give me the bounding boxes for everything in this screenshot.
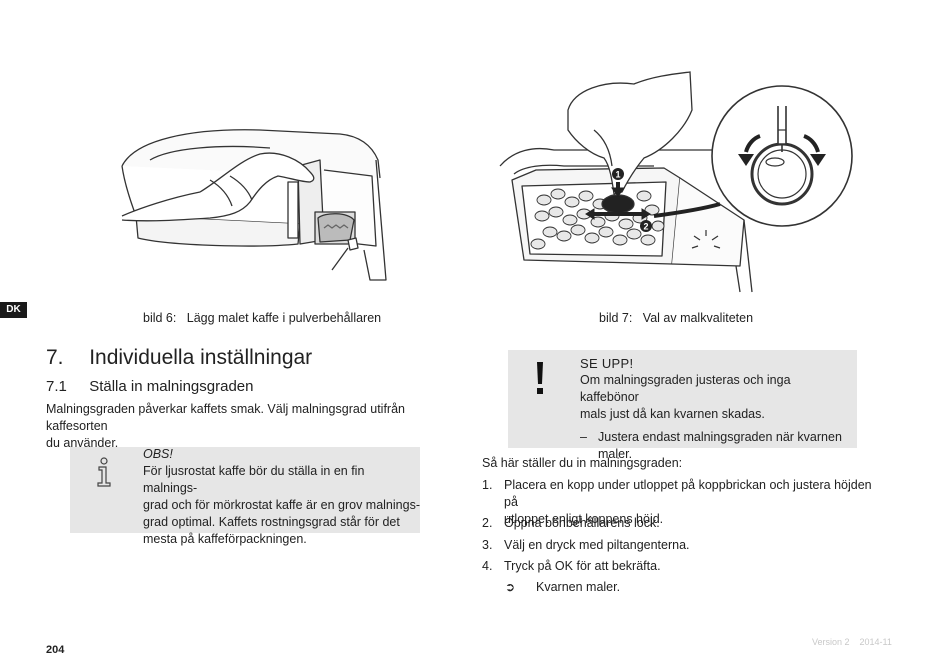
- warning-line: Om malningsgraden justeras och inga kaff…: [580, 373, 791, 404]
- step-item: 3. Välj en dryck med piltangenterna.: [482, 537, 882, 554]
- warning-bullet-line: maler.: [598, 447, 633, 461]
- figure-6-label: bild 6:: [143, 311, 177, 325]
- step-marker-1: 1: [612, 168, 624, 180]
- step-item: 1. Placera en kopp under utloppet på kop…: [482, 477, 882, 526]
- subsection-title: Ställa in malningsgraden: [89, 378, 254, 395]
- svg-text:2: 2: [643, 222, 648, 232]
- result-item: ➲ Kvarnen maler.: [505, 579, 805, 596]
- step-item: 4. Tryck på OK för att bekräfta.: [482, 558, 882, 575]
- intro-paragraph: Malningsgraden påverkar kaffets smak. Vä…: [46, 401, 466, 452]
- intro-line: Malningsgraden påverkar kaffets smak. Vä…: [46, 402, 405, 433]
- step-marker-2: 2: [640, 220, 652, 232]
- info-i-icon: [97, 457, 111, 487]
- warning-bullet-line: Justera endast malningsgraden när kvarne…: [598, 430, 842, 444]
- figure-7-text: Val av malkvaliteten: [642, 311, 754, 325]
- subsection-heading: 7.1 Ställa in malningsgraden: [46, 378, 253, 395]
- page-number: 204: [46, 644, 65, 656]
- step-line: Placera en kopp under utloppet på koppbr…: [504, 478, 872, 509]
- warning-bullet: – Justera endast malningsgraden när kvar…: [580, 429, 850, 463]
- step-line: Öppna bönbehållarens lock.: [504, 516, 660, 530]
- note-line: mesta på kaffeförpackningen.: [143, 532, 307, 546]
- step-number: 2.: [482, 516, 493, 530]
- figure-6-text: Lägg malet kaffe i pulverbehållaren: [186, 311, 382, 325]
- intro-line: du använder.: [46, 436, 119, 450]
- svg-text:1: 1: [615, 170, 620, 180]
- bullet-dash: –: [580, 430, 587, 444]
- figure-7-label: bild 7:: [599, 311, 633, 325]
- figure-6-caption: bild 6: Lägg malet kaffe i pulverbehålla…: [143, 311, 381, 325]
- figure-7-illustration: 1 2: [499, 71, 853, 293]
- language-tab: DK: [0, 302, 27, 318]
- step-item: 2. Öppna bönbehållarens lock.: [482, 515, 882, 532]
- warning-title: SE UPP!: [580, 356, 634, 371]
- section-heading: 7. Individuella inställningar: [46, 346, 312, 370]
- warning-line: mals just då kan kvarnen skadas.: [580, 407, 765, 421]
- section-title: Individuella inställningar: [89, 346, 313, 369]
- exclamation-icon: [537, 362, 543, 394]
- step-line: utloppet enligt koppens höjd.: [504, 512, 664, 526]
- note-title: OBS!: [143, 447, 173, 461]
- note-box: OBS! För ljusrostat kaffe bör du ställa …: [70, 447, 420, 546]
- step-number: 3.: [482, 538, 493, 552]
- section-number: 7.: [46, 346, 64, 369]
- note-line: För ljusrostat kaffe bör du ställa in en…: [143, 464, 365, 495]
- steps-intro: Så här ställer du in malningsgraden:: [482, 456, 683, 470]
- version-label: Version 2 2014-11: [812, 637, 892, 647]
- note-line: grad optimal. Kaffets rostningsgrad står…: [143, 515, 400, 529]
- figure-7-caption: bild 7: Val av malkvaliteten: [599, 311, 753, 325]
- result-text: Kvarnen maler.: [536, 580, 621, 594]
- step-number: 1.: [482, 478, 493, 492]
- step-line: Tryck på OK för att bekräfta.: [504, 559, 661, 573]
- subsection-number: 7.1: [46, 378, 67, 395]
- warning-box: SE UPP! Om malningsgraden justeras och i…: [508, 350, 857, 461]
- result-arrow-icon: ➲: [505, 580, 516, 594]
- figure-6-illustration: [121, 129, 387, 281]
- grind-dial-zoom: [711, 85, 853, 227]
- step-line: Välj en dryck med piltangenterna.: [504, 538, 690, 552]
- step-number: 4.: [482, 559, 493, 573]
- coffee-beans: [530, 188, 665, 250]
- note-line: grad och för mörkrostat kaffe är en grov…: [143, 498, 420, 512]
